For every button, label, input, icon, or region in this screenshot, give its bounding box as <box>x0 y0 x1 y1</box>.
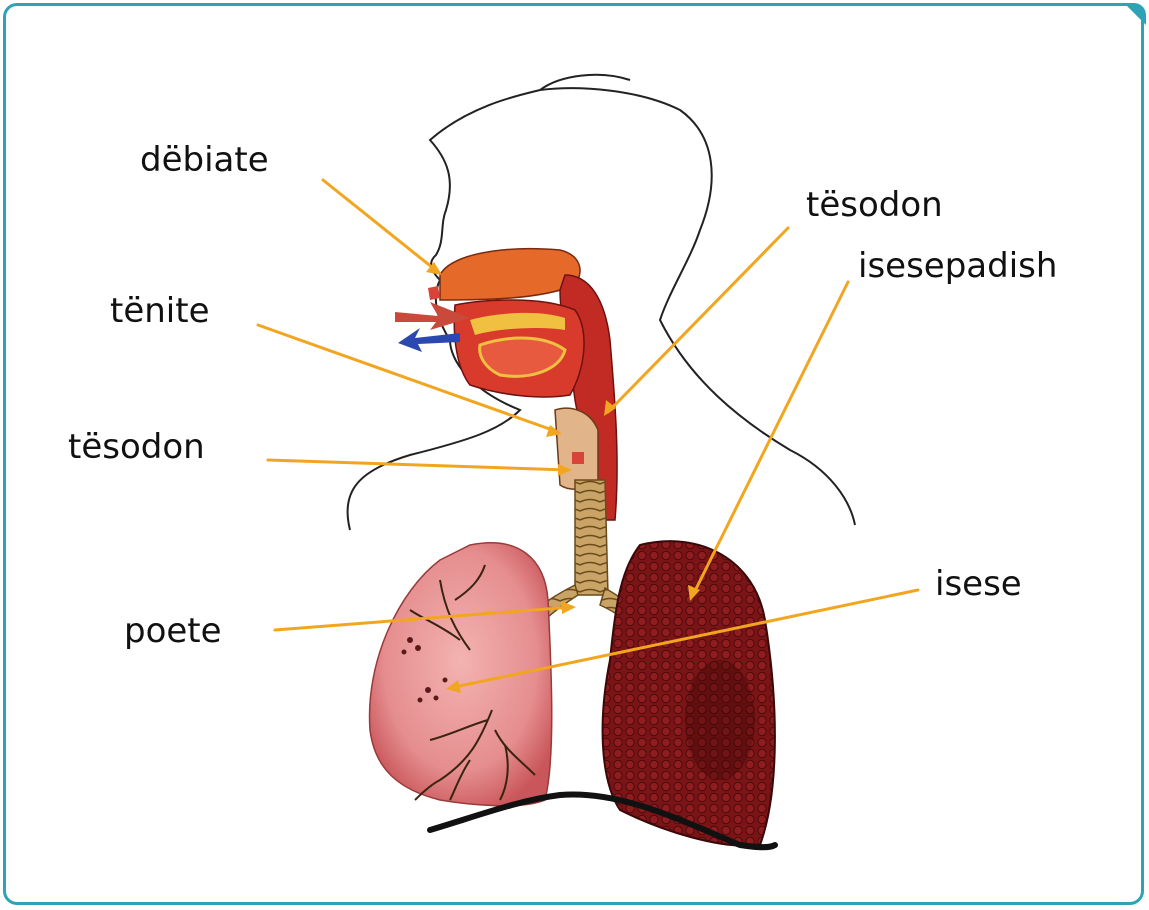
nostril-mark <box>428 286 440 300</box>
trachea <box>575 480 608 595</box>
leader-lung <box>693 282 848 595</box>
larynx-mark <box>572 452 584 464</box>
label-bronchiole: isese <box>935 567 1022 601</box>
leader-larynx <box>268 460 568 470</box>
right-lung-shade <box>685 660 755 780</box>
label-larynx: tësodon <box>68 430 205 464</box>
label-bronchus: poete <box>124 614 222 648</box>
larynx <box>555 408 598 489</box>
label-nostril: dëbiate <box>140 143 269 177</box>
nasal-cavity <box>440 249 580 300</box>
label-lung: isesepadish <box>858 249 1057 283</box>
leader-nostril <box>323 180 438 272</box>
arrowhead-bronchus <box>561 601 576 614</box>
label-pharynx: tësodon <box>806 188 943 222</box>
leader-pharynx <box>608 228 788 412</box>
label-mouth: tënite <box>110 294 210 328</box>
